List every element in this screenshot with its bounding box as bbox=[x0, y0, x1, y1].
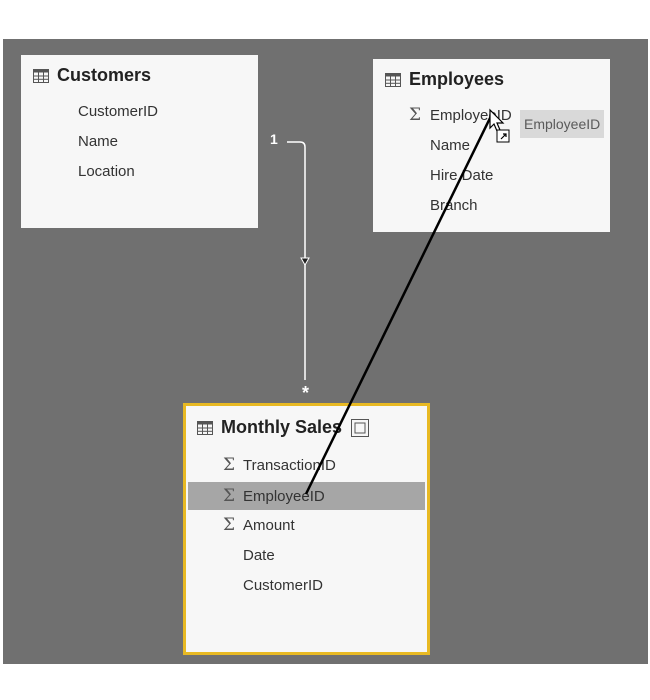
table-icon bbox=[385, 72, 401, 87]
field-row[interactable]: Branch bbox=[373, 192, 610, 218]
field-label: EmployeeID bbox=[243, 487, 325, 505]
field-row-employeeid-selected[interactable]: Σ EmployeeID bbox=[188, 482, 425, 510]
sigma-icon: Σ bbox=[222, 455, 236, 475]
cardinality-many-label: * bbox=[302, 383, 310, 403]
field-row[interactable]: CustomerID bbox=[186, 572, 427, 598]
field-label: CustomerID bbox=[78, 102, 159, 120]
table-title: Employees bbox=[409, 69, 505, 89]
sigma-icon: Σ bbox=[222, 486, 236, 506]
field-label: Location bbox=[78, 162, 135, 180]
field-row[interactable]: Name bbox=[21, 128, 258, 154]
table-card-customers[interactable]: Customers CustomerID Name Location bbox=[21, 55, 258, 228]
field-row[interactable]: Σ TransactionID bbox=[186, 452, 427, 478]
field-label: EmployeeID bbox=[430, 106, 512, 124]
focus-mode-icon[interactable] bbox=[350, 418, 370, 438]
field-label: Name bbox=[430, 136, 471, 154]
field-row[interactable]: Location bbox=[21, 158, 258, 184]
field-label: Date bbox=[243, 546, 275, 564]
field-row[interactable]: Hire Date bbox=[373, 162, 610, 188]
field-row[interactable]: Σ Amount bbox=[186, 512, 427, 538]
field-row[interactable]: Date bbox=[186, 542, 427, 568]
table-card-employees[interactable]: Employees Σ EmployeeID Name Hire Date Br… bbox=[373, 59, 610, 232]
field-label: CustomerID bbox=[243, 576, 324, 594]
card-header: Customers bbox=[33, 65, 151, 86]
field-label: Amount bbox=[243, 516, 295, 534]
drag-tooltip: EmployeeID bbox=[520, 110, 605, 138]
field-label: TransactionID bbox=[243, 456, 336, 474]
field-label: Hire Date bbox=[430, 166, 494, 184]
card-header: Monthly Sales bbox=[197, 417, 370, 438]
sigma-icon: Σ bbox=[222, 515, 236, 535]
card-header: Employees bbox=[385, 69, 504, 90]
sigma-icon: Σ bbox=[408, 105, 422, 125]
table-icon bbox=[197, 420, 213, 435]
table-title: Monthly Sales bbox=[221, 417, 343, 437]
table-card-monthly-sales[interactable]: Monthly Sales Σ TransactionID Σ Employee… bbox=[183, 403, 430, 655]
cardinality-one-label: 1 bbox=[270, 131, 278, 147]
table-icon bbox=[33, 68, 49, 83]
field-row[interactable]: CustomerID bbox=[21, 98, 258, 124]
field-label: Name bbox=[78, 132, 119, 150]
table-title: Customers bbox=[57, 65, 152, 85]
field-label: Branch bbox=[430, 196, 478, 214]
